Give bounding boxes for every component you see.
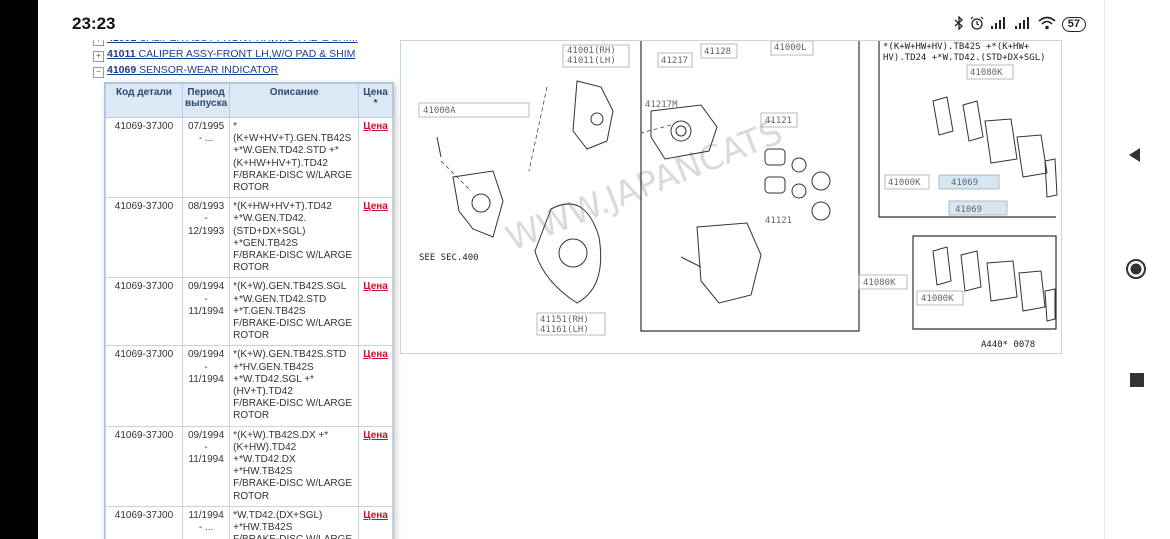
table-row: 41069-37J00 09/1994 - 11/1994 *(K+W).GEN… bbox=[105, 345, 393, 427]
recents-button[interactable] bbox=[1129, 372, 1145, 393]
label-41121-bottom: 41121 bbox=[765, 216, 792, 226]
caliper-group-box bbox=[640, 41, 860, 332]
pad-group-box-1 bbox=[878, 41, 1056, 218]
watermark: WWW.JAPANCATS bbox=[500, 112, 788, 259]
header-code: Код детали bbox=[105, 83, 183, 118]
label-41001: 41001(RH) bbox=[567, 46, 616, 56]
table-row: 41069-37J00 09/1994 - 11/1994 *(K+W).GEN… bbox=[105, 277, 393, 347]
collapse-icon[interactable]: − bbox=[93, 67, 104, 78]
price-link[interactable]: Цена bbox=[363, 281, 388, 293]
cell-desc: *(K+W).TB42S.DX +* (K+HW).TD42 +*W.TD42.… bbox=[229, 425, 360, 507]
back-icon bbox=[1129, 148, 1140, 162]
cell-code: 41069-37J00 bbox=[105, 425, 183, 507]
parts-table: Код детали Период выпуска Описание Цена … bbox=[105, 83, 393, 539]
signal-icon-1 bbox=[990, 16, 1008, 32]
figure-number: A440* 0078 bbox=[981, 340, 1035, 350]
cell-period: 07/1995 - ... bbox=[181, 116, 231, 199]
price-link[interactable]: Цена bbox=[363, 349, 388, 361]
brake-pads-drawing bbox=[932, 96, 1058, 322]
left-black-bar bbox=[0, 0, 38, 539]
price-link[interactable]: Цена bbox=[363, 201, 388, 213]
alarm-icon bbox=[970, 16, 984, 33]
cell-period: 09/1994 - 11/1994 bbox=[181, 425, 231, 507]
label-41128: 41128 bbox=[704, 47, 731, 57]
label-41151: 41151(RH) bbox=[540, 315, 589, 325]
header-desc: Описание bbox=[229, 83, 360, 118]
cell-code: 41069-37J00 bbox=[105, 345, 183, 427]
caliper-drawing bbox=[572, 80, 762, 304]
label-41217M: 41217M bbox=[645, 100, 678, 110]
diagram-canvas: WWW.JAPANCATS 41001(RH) 41011(LH) 41217 … bbox=[418, 41, 1058, 350]
label-41011: 41011(LH) bbox=[567, 56, 616, 66]
tree-link[interactable]: 41011 CALIPER ASSY-FRONT LH,W/O PAD & SH… bbox=[107, 48, 356, 60]
parts-table-popup: Код детали Период выпуска Описание Цена … bbox=[104, 82, 394, 539]
cell-desc: *(K+HW+HV+T).TD42 +*W.GEN.TD42. (STD+DX+… bbox=[229, 197, 360, 279]
parts-diagram: WWW.JAPANCATS 41001(RH) 41011(LH) 41217 … bbox=[400, 40, 1062, 354]
status-icons: 57 bbox=[954, 14, 1086, 34]
expand-icon[interactable]: + bbox=[93, 51, 104, 62]
header-price: Цена * bbox=[358, 83, 393, 118]
top-note-line-2: HV).TD24 +*W.TD42.(STD+DX+SGL) bbox=[883, 53, 1046, 63]
cell-desc: *(K+W).GEN.TB42S.SGL +*W.GEN.TD42.STD +*… bbox=[229, 277, 360, 347]
label-41000L: 41000L bbox=[774, 43, 807, 53]
tree-item-41069[interactable]: −41069 SENSOR-WEAR INDICATOR bbox=[93, 62, 358, 78]
leader-lines bbox=[440, 86, 672, 192]
home-icon bbox=[1126, 259, 1146, 279]
label-41080K-bottom: 41080K bbox=[863, 278, 896, 288]
label-41121-top: 41121 bbox=[765, 116, 792, 126]
label-41000A: 41000A bbox=[423, 106, 456, 116]
android-nav-bar bbox=[1104, 0, 1170, 539]
tree-link[interactable]: 41069 SENSOR-WEAR INDICATOR bbox=[107, 64, 279, 76]
table-row: 41069-37J00 07/1995 - ... * (K+W+HV+T).G… bbox=[105, 116, 393, 199]
cell-code: 41069-37J00 bbox=[105, 116, 183, 199]
back-button[interactable] bbox=[1127, 146, 1143, 169]
cell-code: 41069-37J00 bbox=[105, 505, 183, 539]
label-41000K-top: 41000K bbox=[888, 178, 921, 188]
label-see-sec: SEE SEC.400 bbox=[419, 253, 479, 263]
status-bar: 23:23 57 bbox=[38, 0, 1104, 40]
table-header-row: Код детали Период выпуска Описание Цена … bbox=[105, 83, 393, 118]
label-41080K-top: 41080K bbox=[970, 68, 1003, 78]
top-note-line-1: *(K+W+HW+HV).TB42S +*(K+HW+ bbox=[883, 42, 1030, 52]
table-row: 41069-37J00 08/1993 - 12/1993 *(K+HW+HV+… bbox=[105, 197, 393, 279]
home-button[interactable] bbox=[1125, 258, 1147, 285]
cell-code: 41069-37J00 bbox=[105, 197, 183, 279]
cell-desc: * (K+W+HV+T).GEN.TB42S +*W.GEN.TD42.STD … bbox=[229, 116, 360, 199]
knuckle-drawing bbox=[436, 136, 504, 238]
label-41217: 41217 bbox=[661, 56, 688, 66]
wifi-icon bbox=[1038, 16, 1056, 33]
table-row: 41069-37J00 11/1994 - ... *W.TD42.(DX+SG… bbox=[105, 505, 393, 539]
label-41000K-bottom: 41000K bbox=[921, 294, 954, 304]
parts-tree: +41001 CALIPER ASSY-FRONT RH,W/O PAD & S… bbox=[93, 32, 358, 78]
cell-period: 09/1994 - 11/1994 bbox=[181, 345, 231, 427]
cell-period: 08/1993 - 12/1993 bbox=[181, 197, 231, 279]
bluetooth-icon bbox=[954, 14, 964, 33]
price-link[interactable]: Цена bbox=[363, 509, 388, 521]
clock: 23:23 bbox=[72, 14, 116, 33]
dust-shield-drawing bbox=[534, 203, 602, 304]
battery-indicator: 57 bbox=[1061, 16, 1086, 32]
screen: 23:23 57 +41001 CALIPER ASSY-FRONT RH,W/… bbox=[38, 0, 1104, 539]
table-row: 41069-37J00 09/1994 - 11/1994 *(K+W).TB4… bbox=[105, 425, 393, 507]
seal-kit-drawing bbox=[764, 148, 831, 221]
tree-item-41011[interactable]: +41011 CALIPER ASSY-FRONT LH,W/O PAD & S… bbox=[93, 46, 358, 62]
signal-icon-2 bbox=[1014, 16, 1032, 32]
cell-code: 41069-37J00 bbox=[105, 277, 183, 347]
price-link[interactable]: Цена bbox=[363, 121, 388, 132]
header-period: Период выпуска bbox=[181, 83, 231, 118]
cell-desc: *(K+W).GEN.TB42S.STD +*HV.GEN.TB42S +*W.… bbox=[229, 345, 360, 427]
pad-group-box-2 bbox=[912, 235, 1057, 330]
cell-period: 11/1994 - ... bbox=[181, 505, 231, 539]
recents-icon bbox=[1130, 373, 1144, 387]
label-41069-a: 41069 bbox=[951, 178, 978, 188]
price-link[interactable]: Цена bbox=[363, 429, 388, 441]
cell-period: 09/1994 - 11/1994 bbox=[181, 277, 231, 347]
label-41161: 41161(LH) bbox=[540, 325, 589, 335]
label-41069-b: 41069 bbox=[955, 205, 982, 215]
cell-desc: *W.TD42.(DX+SGL) +*HW.TB42S F/BRAKE-DISC… bbox=[229, 505, 360, 539]
